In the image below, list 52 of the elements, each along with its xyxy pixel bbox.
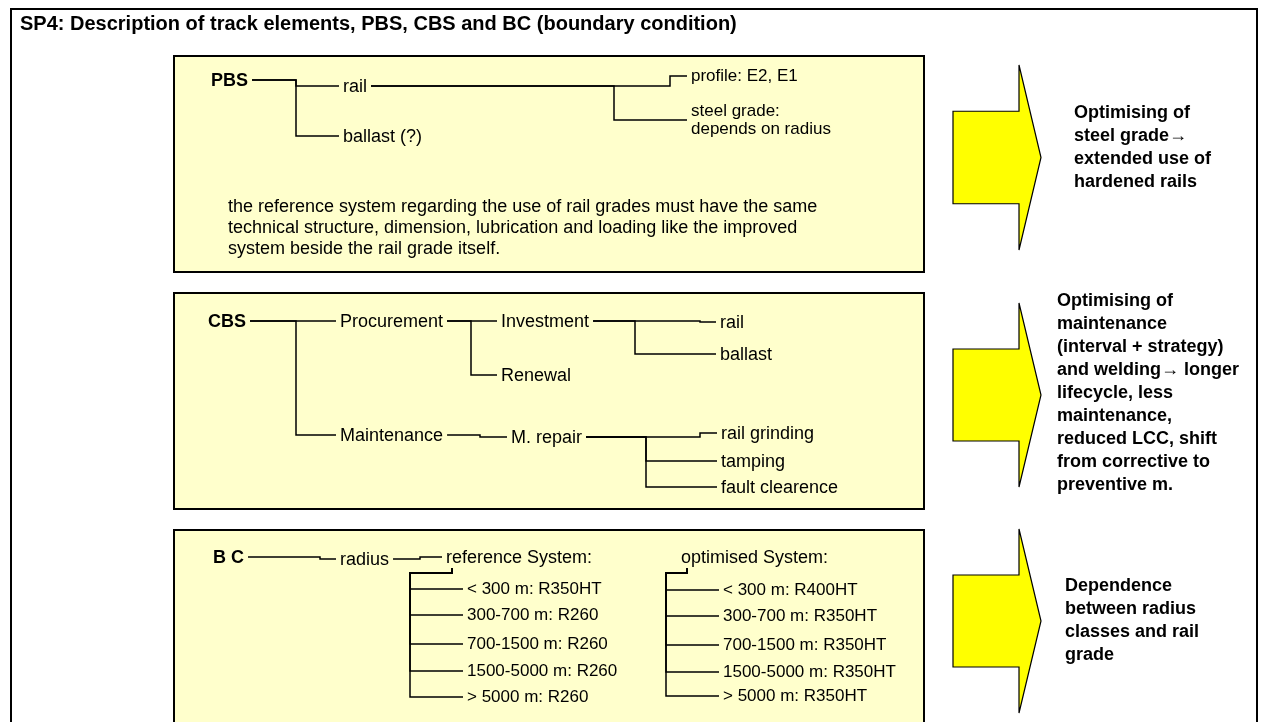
tree-item: ballast: [716, 343, 777, 365]
tree-item: > 5000 m: R350HT: [719, 687, 872, 705]
tree-item: profile: E2, E1: [687, 67, 802, 85]
tree-item: M. repair: [507, 426, 586, 448]
tree-item: tamping: [717, 450, 790, 472]
note-text: Dependence between radius classes and rail grade: [1065, 574, 1201, 666]
tree-connector: [251, 79, 340, 137]
block-arrow: [953, 529, 1041, 713]
tree-connector: [665, 567, 720, 697]
tree-item: > 5000 m: R260: [463, 688, 593, 706]
tree-item: Maintenance: [336, 424, 448, 446]
panel-box: [173, 529, 925, 722]
tree-connector: [370, 85, 688, 121]
tree-item: steel grade: depends on radius: [687, 102, 837, 138]
panel-box: [173, 292, 925, 510]
tree-item: reference System:: [442, 546, 597, 568]
tree-connector: [585, 436, 718, 488]
tree-connector: [249, 320, 337, 436]
tree-connector: [409, 567, 464, 698]
tree-item: Renewal: [497, 364, 576, 386]
tree-item: Investment: [497, 310, 594, 332]
tree-item: < 300 m: R350HT: [463, 580, 606, 598]
tree-item: Procurement: [336, 310, 448, 332]
tree-item: 1500-5000 m: R350HT: [719, 663, 900, 681]
tree-item: optimised System:: [677, 546, 833, 568]
note-text: the reference system regarding the use of rail grades must have the same technical structure, dimension, lubrication and loading like the improved system beside the rail grade itself.: [228, 196, 819, 259]
tree-item: rail grinding: [717, 422, 819, 444]
tree-item: 300-700 m: R350HT: [719, 607, 882, 625]
tree-connector: [392, 556, 443, 560]
section-heading: CBS: [204, 310, 250, 332]
tree-item: 700-1500 m: R350HT: [719, 636, 891, 654]
note-text: Optimising of steel grade→ extended use of hardened rails: [1074, 101, 1213, 193]
tree-item: radius: [336, 548, 394, 570]
diagram-title: SP4: Description of track elements, PBS, CBS and BC (boundary condition): [20, 11, 737, 35]
block-arrow: [953, 303, 1041, 487]
tree-item: rail: [716, 311, 748, 333]
block-arrow: [953, 65, 1041, 250]
tree-item: 700-1500 m: R260: [463, 635, 612, 653]
tree-item: rail: [339, 75, 371, 97]
tree-item: 1500-5000 m: R260: [463, 662, 622, 680]
tree-item: ballast (?): [339, 125, 427, 147]
tree-connector: [247, 556, 337, 560]
tree-connector: [592, 320, 717, 355]
tree-connector: [446, 320, 498, 376]
note-text: Optimising of maintenance (interval + strategy) and welding→ longer lifecycle, less maintenance, reduced LCC, shift from corrective to preventive m.: [1057, 289, 1239, 496]
tree-item: 300-700 m: R260: [463, 606, 603, 624]
section-heading: PBS: [207, 69, 252, 91]
tree-connector: [446, 434, 508, 438]
tree-item: fault clearence: [717, 476, 843, 498]
panel-box: [173, 55, 925, 273]
section-heading: B C: [209, 546, 248, 568]
tree-item: < 300 m: R400HT: [719, 581, 862, 599]
